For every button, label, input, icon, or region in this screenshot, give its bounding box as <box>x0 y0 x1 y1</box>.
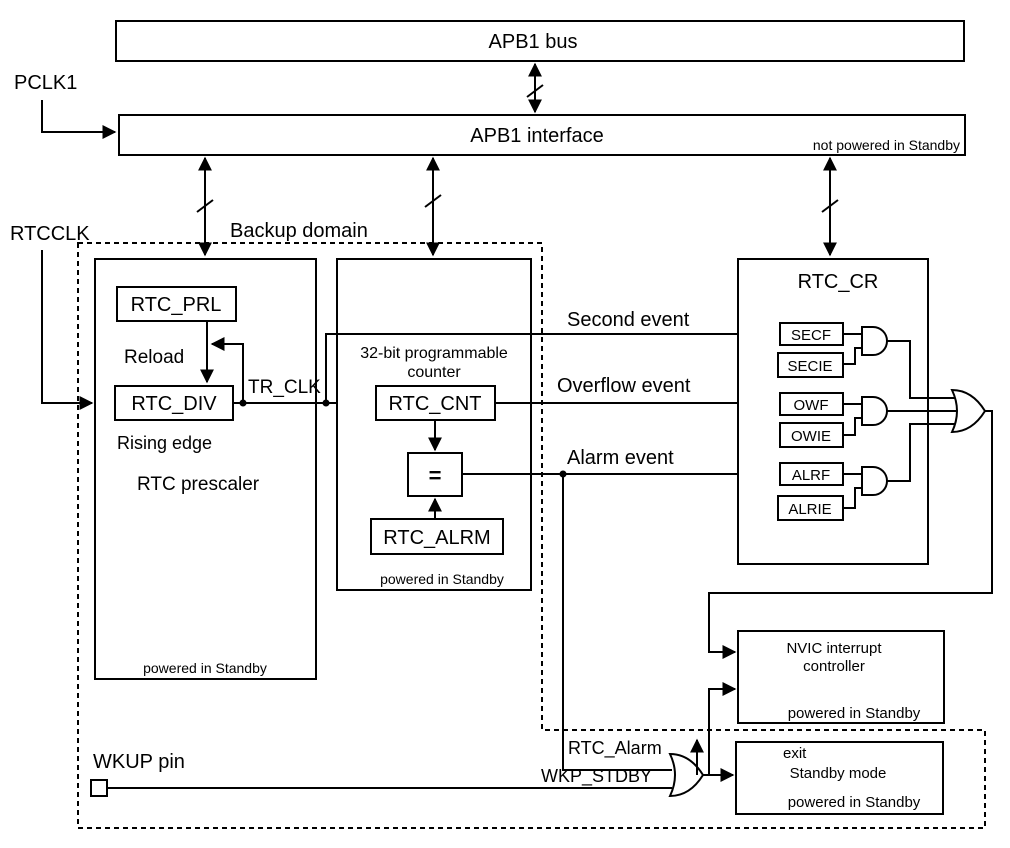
bus-link-apb1 <box>526 62 544 114</box>
flag-owf: OWF <box>794 397 829 414</box>
nvic-label-2: controller <box>803 658 865 675</box>
pclk1-label: PCLK1 <box>14 72 77 94</box>
apb1-bus-label: APB1 bus <box>489 31 578 53</box>
interrupt-to-nvic-wire <box>708 410 993 659</box>
tr-clk-junction-1 <box>239 399 247 407</box>
and-gate-alarm <box>861 466 888 496</box>
alarm-event-label: Alarm event <box>567 447 674 469</box>
reload-label: Reload <box>124 347 184 368</box>
nvic-block <box>737 630 945 724</box>
exit-label-2: Standby mode <box>790 765 887 782</box>
overflow-event-label: Overflow event <box>557 375 691 397</box>
exit-powered-label: powered in Standby <box>788 794 921 811</box>
wkup-pin-icon <box>90 779 108 797</box>
nvic-label-1: NVIC interrupt <box>786 640 882 657</box>
reload-feedback-wire <box>210 337 244 403</box>
nvic-powered-label: powered in Standby <box>788 705 921 722</box>
rtc-alarm-wire <box>562 474 672 771</box>
wkup-pin-label: WKUP pin <box>93 751 185 773</box>
ow-gate-inputs <box>843 403 862 436</box>
rtc-cr-label: RTC_CR <box>798 271 879 293</box>
flag-secie: SECIE <box>787 358 832 375</box>
counter-title-1: 32-bit programmable <box>360 345 508 362</box>
apb1-bus-box <box>115 20 965 62</box>
prescaler-powered-label: powered in Standby <box>143 660 267 676</box>
flag-alrf: ALRF <box>792 467 830 484</box>
pclk1-wire <box>41 100 117 139</box>
counter-powered-label: powered in Standby <box>380 571 504 587</box>
bus-link-prescaler <box>196 156 214 257</box>
or-gate-interrupt <box>950 388 987 434</box>
second-event-label: Second event <box>567 309 690 331</box>
rtc-prescaler-block <box>94 258 317 680</box>
and-gate-second <box>861 326 888 356</box>
bus-link-rtc-cr <box>821 156 839 257</box>
wakeup-to-nvic-wire <box>708 682 737 775</box>
rtc-prescaler-label: RTC prescaler <box>137 474 260 495</box>
rising-edge-label: Rising edge <box>117 433 212 453</box>
and3-to-or-wire <box>887 423 958 482</box>
rtc-div-register <box>114 385 234 421</box>
flag-owie: OWIE <box>791 428 831 445</box>
flag-alrie-box <box>777 495 844 521</box>
apb1-interface-box <box>118 114 966 156</box>
rtc-alrm-register <box>370 518 504 555</box>
sec-gate-inputs <box>843 333 862 365</box>
comparator-box <box>407 452 463 497</box>
wkp-stdby-label: WKP_STDBY <box>541 766 652 787</box>
and-gate-overflow <box>861 396 888 426</box>
rtc-prl-label: RTC_PRL <box>131 294 222 316</box>
and1-to-or-wire <box>887 340 958 399</box>
rtc-cnt-label: RTC_CNT <box>389 393 482 415</box>
not-powered-label: not powered in Standby <box>813 137 960 153</box>
rtc-alrm-label: RTC_ALRM <box>383 527 490 549</box>
rtc-prl-register <box>116 286 237 322</box>
rtcclk-label: RTCCLK <box>10 223 90 245</box>
flag-alrie: ALRIE <box>788 501 831 518</box>
tr-clk-label: TR_CLK <box>248 377 321 398</box>
bus-link-counter <box>424 156 442 257</box>
backup-domain-outline <box>77 242 986 829</box>
backup-domain-label: Backup domain <box>230 220 368 242</box>
alr-gate-inputs <box>843 473 862 509</box>
comparator-label: = <box>429 463 442 488</box>
rtc-div-label: RTC_DIV <box>131 393 217 415</box>
rtcclk-wire <box>41 250 94 410</box>
rtc-alarm-label: RTC_Alarm <box>568 738 662 759</box>
flag-secie-box <box>777 352 844 378</box>
flag-secf: SECF <box>791 327 831 344</box>
counter-title-2: counter <box>407 364 461 381</box>
or-gate-wakeup <box>668 752 705 798</box>
second-event-wire <box>325 327 779 403</box>
exit-standby-block <box>735 741 944 815</box>
exit-label-1: exit <box>783 745 807 762</box>
apb1-interface-label: APB1 interface <box>470 125 603 147</box>
